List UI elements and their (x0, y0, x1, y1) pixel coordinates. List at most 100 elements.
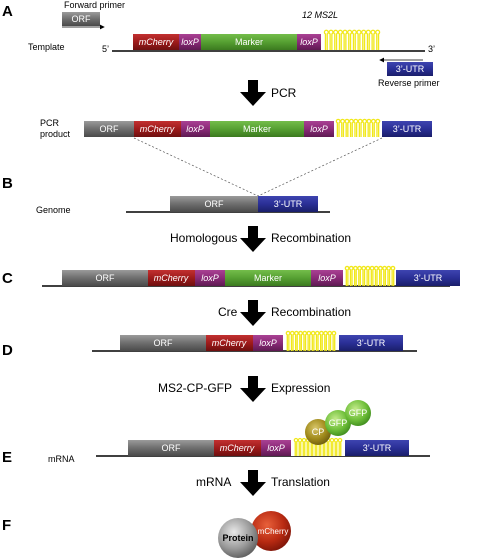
ms2-stem-loop (369, 265, 375, 286)
c-mcherry-text: mCherry (154, 273, 189, 283)
genome-label: Genome (36, 205, 71, 215)
c-utr-text: 3’-UTR (414, 273, 443, 283)
panel-d-locus: ORF mCherry loxP 3’-UTR (120, 335, 403, 351)
template-loxp-left-segment (179, 34, 201, 50)
ms2-stem-loop (344, 265, 350, 286)
cre-recombination-label: Recombination (271, 305, 351, 319)
panel-c-locus: ORF mCherry loxP Marker loxP 3’-UTR (62, 270, 460, 286)
ms2-stem-loop (306, 330, 312, 351)
pcr-marker-text: Marker (243, 124, 271, 134)
template-label: Template (28, 42, 65, 52)
translation-step-label: Translation (271, 475, 330, 489)
d-ms2-loops (285, 330, 337, 351)
c-loxp-right-segment (311, 270, 343, 286)
ms2-stem-loop (323, 29, 329, 50)
translation-arrow (240, 470, 266, 496)
ms2-stem-loop (348, 118, 354, 137)
ms2-stem-loop (373, 265, 379, 286)
e-mcherry-segment (214, 440, 261, 456)
gfp-text-2: GFP (349, 408, 368, 418)
ms2-stem-loop (378, 265, 383, 286)
reverse-primer-utr-text: 3’-UTR (396, 64, 425, 74)
forward-primer-orf-box (62, 12, 100, 26)
translation-source-label: mRNA (196, 475, 231, 489)
ms2-stem-loop (366, 118, 372, 137)
genome-utr-segment (258, 196, 318, 212)
ms2-stem-loop (356, 29, 362, 50)
ms2-stem-loop (370, 29, 376, 50)
c-loxp-left-text: loxP (201, 273, 219, 283)
cp-text: CP (312, 427, 325, 437)
fusion-mcherry-text: mCherry (258, 527, 289, 536)
ms2-stem-loop (294, 330, 299, 351)
ms2-stem-loop (344, 118, 350, 137)
template-cassette: mCherry loxP Marker loxP (133, 34, 321, 50)
c-marker-segment (225, 270, 311, 286)
ms2-stem-loop (328, 29, 334, 50)
panel-letter-d: D (2, 342, 13, 359)
pcr-utr-segment (382, 121, 432, 137)
c-utr-segment (396, 270, 460, 286)
genome-orf-text: ORF (205, 199, 225, 209)
template-mcherry-segment (133, 34, 179, 50)
ms2-stem-loop (323, 330, 328, 351)
expression-arrow (240, 376, 266, 402)
e-loxp-text: loxP (267, 443, 285, 453)
e-loxp-segment (261, 440, 291, 456)
panel-letter-a: A (2, 3, 13, 20)
ms2-cp-gfp-complex: CP GFP GFP (305, 400, 371, 445)
ms2-stem-loop (347, 29, 353, 50)
d-orf-text: ORF (154, 338, 174, 348)
c-ms2-loops (344, 265, 396, 286)
ms2-stem-loop (353, 265, 358, 286)
d-mcherry-segment (206, 335, 253, 351)
c-mcherry-segment (148, 270, 195, 286)
genome-utr-text: 3’-UTR (274, 199, 303, 209)
ms2-stem-loop (298, 330, 303, 351)
pcr-product-label-line2: product (40, 129, 71, 139)
ms2-loops-label: 12 MS2L (302, 10, 338, 20)
cp-sphere (305, 419, 331, 445)
ms2-stem-loop (333, 437, 339, 456)
gfp-sphere-1 (325, 410, 351, 436)
mrna-label: mRNA (48, 454, 75, 464)
ms2-stem-loop (365, 29, 371, 50)
cre-step-label: Cre (218, 305, 238, 319)
pcr-product: ORF mCherry loxP Marker loxP 3’-UTR (84, 121, 432, 137)
ms2-stem-loop (353, 118, 359, 137)
pcr-mcherry-segment (134, 121, 181, 137)
panel-letter-c: C (2, 270, 13, 287)
pcr-arrow (240, 80, 266, 106)
template-ms2-loops (323, 29, 381, 50)
panel-letter-f: F (2, 517, 11, 534)
ms2-stem-loop (301, 437, 307, 456)
gfp-text-1: GFP (329, 418, 348, 428)
pcr-loxp-right-segment (304, 121, 334, 137)
template-mcherry-text: mCherry (139, 37, 174, 47)
homology-dash-right (257, 137, 383, 197)
ms2-stem-loop (310, 330, 316, 351)
d-loxp-segment (253, 335, 283, 351)
cre-arrow (240, 300, 266, 326)
ms2-stem-loop (348, 265, 354, 286)
ms2-stem-loop (293, 437, 299, 456)
ms2-stem-loop (370, 118, 376, 137)
ms2-stem-loop (390, 265, 396, 286)
ms2-stem-loop (351, 29, 357, 50)
ms2-stem-loop (361, 265, 367, 286)
template-loxp-right-segment (297, 34, 321, 50)
ms2-stem-loop (285, 330, 291, 351)
e-mcherry-text: mCherry (220, 443, 255, 453)
mrna-construct: ORF mCherry loxP 3’-UTR (128, 440, 409, 456)
template-marker-text: Marker (235, 37, 263, 47)
ms2-stem-loop (314, 330, 320, 351)
ms2-stem-loop (361, 29, 367, 50)
ms2-stem-loop (342, 29, 348, 50)
homologous-arrow (240, 226, 266, 252)
gfp-sphere-2 (345, 400, 371, 426)
mcherry-sphere (251, 511, 291, 551)
pcr-loxp-left-text: loxP (186, 124, 204, 134)
pcr-step-label: PCR (271, 86, 297, 100)
ms2-stem-loop (386, 265, 392, 286)
pcr-loxp-left-segment (181, 121, 210, 137)
